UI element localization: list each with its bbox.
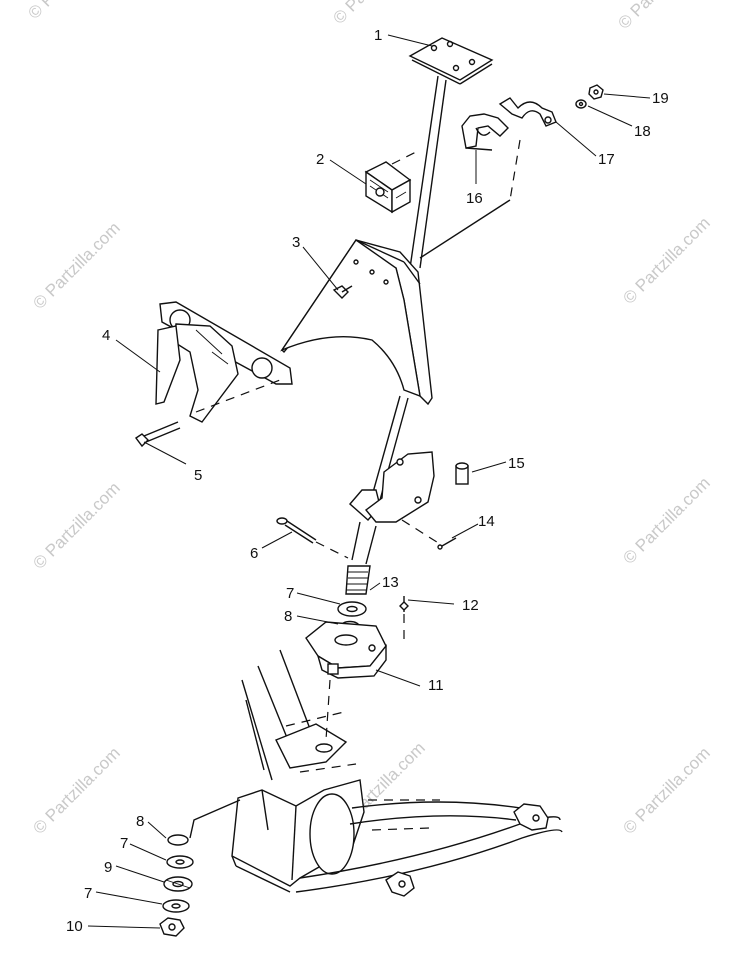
callout-15: 15 (508, 455, 525, 472)
callout-17: 17 (598, 151, 615, 168)
callout-18: 18 (634, 123, 651, 140)
callout-4: 4 (102, 327, 110, 344)
callout-5: 5 (194, 467, 202, 484)
callout-7-lower-a: 7 (120, 835, 128, 852)
washer-7-lower-a (166, 855, 194, 869)
watermark-text: © Partzilla.com (619, 743, 713, 837)
bracket-4 (155, 301, 293, 423)
washer-7-upper (337, 601, 367, 617)
callout-6: 6 (250, 545, 258, 562)
bolt-5 (134, 421, 181, 448)
clamp-half (461, 113, 509, 151)
nut-19 (588, 84, 604, 100)
watermark-text: © Partzilla.com (619, 213, 713, 307)
callout-19: 19 (652, 90, 669, 107)
watermark-text: © Partzilla.com (29, 743, 123, 837)
watermark-text: © Partzilla.com (29, 218, 123, 312)
pivot-block (305, 621, 387, 679)
pin-15 (455, 462, 469, 485)
watermark-text: © Partzilla.com (29, 478, 123, 572)
clamp-strap (498, 97, 557, 127)
nut-10 (159, 917, 185, 937)
callout-9: 9 (104, 859, 112, 876)
watermark-text: © Partzilla.com (614, 0, 708, 33)
callout-13: 13 (382, 574, 399, 591)
washer-8-lower (167, 834, 189, 846)
callout-7-lower-b: 7 (84, 885, 92, 902)
watermark-text: © Partzilla.com (619, 473, 713, 567)
callout-8-lower: 8 (136, 813, 144, 830)
leader-lines (87, 34, 651, 929)
callout-2: 2 (316, 151, 324, 168)
callout-labels: 1 2 3 4 5 6 7 8 11 12 13 14 15 16 17 18 … (66, 27, 669, 935)
watermarks: © Partzilla.com © Partzilla.com © Partzi… (24, 0, 713, 838)
pin-14 (437, 537, 457, 550)
callout-11: 11 (428, 677, 444, 694)
callout-3: 3 (292, 234, 300, 251)
bolt-12 (399, 596, 409, 612)
callout-10: 10 (66, 918, 83, 935)
watermark-text: © Partzilla.com (329, 0, 423, 28)
watermark-text: © Partzilla.com (24, 0, 118, 23)
bolt-6 (276, 517, 317, 544)
callout-14: 14 (478, 513, 495, 530)
steering-post (408, 37, 494, 269)
callout-12: 12 (462, 597, 479, 614)
callout-1: 1 (374, 27, 382, 44)
castle-nut-9 (163, 876, 193, 892)
callout-8-upper: 8 (284, 608, 292, 625)
steering-arm-plate (364, 451, 435, 523)
bushing-block (364, 161, 412, 214)
callout-7-upper: 7 (286, 585, 294, 602)
washer-7-lower-b (162, 899, 190, 913)
chassis-frame (231, 649, 563, 897)
steering-support-plate (280, 239, 433, 406)
washer-18 (575, 99, 587, 109)
callout-16: 16 (466, 190, 483, 207)
